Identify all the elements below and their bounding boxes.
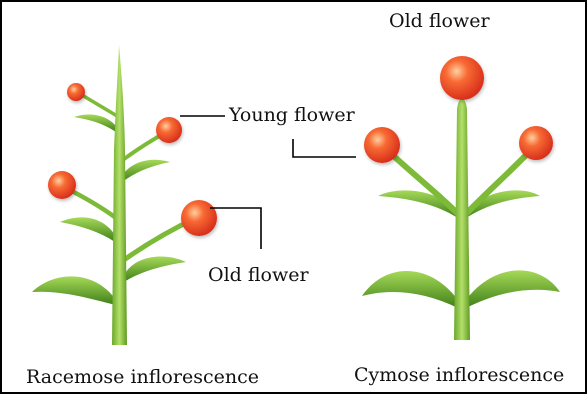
caption-racemose: Racemose inflorescence <box>26 368 259 387</box>
caption-cymose: Cymose inflorescence <box>354 366 564 385</box>
racemose-flower-left <box>48 171 76 199</box>
cymose-plant <box>362 56 560 340</box>
label-young-flower: Young flower <box>229 106 355 125</box>
cymose-flower-old <box>440 56 484 100</box>
cymose-main-stem <box>454 99 470 340</box>
cymose-leaf-lower-right <box>466 270 560 308</box>
racemose-leaf-upper-left <box>74 114 116 132</box>
racemose-plant <box>32 45 217 345</box>
racemose-flower-young <box>156 117 182 143</box>
cymose-flower-right <box>519 126 553 160</box>
cymose-branch-right <box>465 147 534 215</box>
racemose-leaf-lower-right <box>124 256 186 282</box>
racemose-flower-top <box>67 83 85 101</box>
young-flower-leader-cymose <box>293 139 356 157</box>
cymose-flower-left <box>364 127 400 163</box>
racemose-leaf-mid-right <box>122 160 170 182</box>
cymose-branch-left <box>384 147 459 215</box>
racemose-leaf-lower-left <box>32 276 116 305</box>
old-flower-leader-racemose <box>210 208 261 249</box>
label-old-flower-cymose: Old flower <box>389 12 490 31</box>
racemose-main-stem <box>112 45 127 345</box>
label-old-flower-racemose: Old flower <box>208 266 309 285</box>
racemose-flower-old <box>181 200 217 236</box>
racemose-leaf-mid-left <box>60 217 115 242</box>
cymose-leaf-lower-left <box>362 271 458 308</box>
